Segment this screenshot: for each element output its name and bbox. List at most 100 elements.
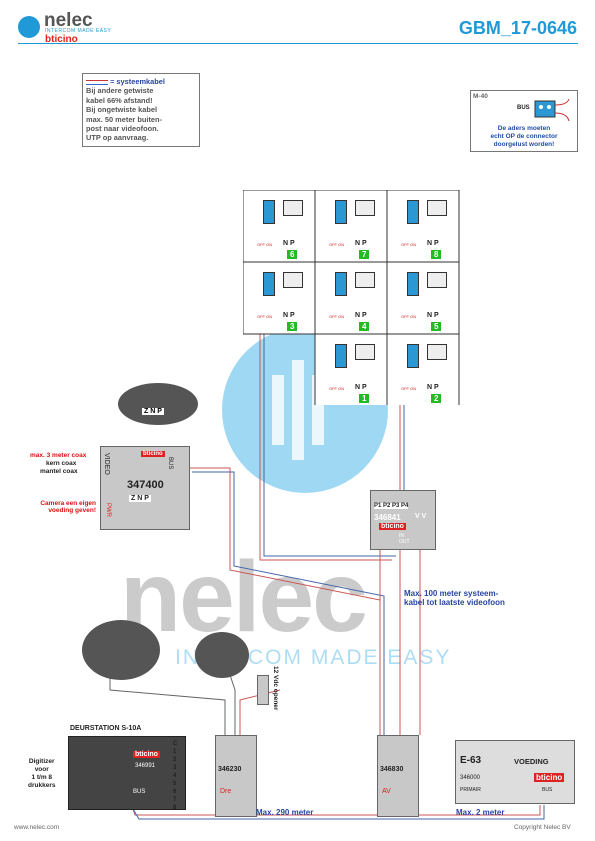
offon-label: OFF ON bbox=[329, 242, 345, 247]
power-bus: BUS bbox=[542, 787, 553, 793]
videophone-monitor: OFF ON N P 8 bbox=[387, 190, 459, 262]
monitor-number: 2 bbox=[431, 394, 442, 403]
switch-out: OUT bbox=[399, 539, 410, 545]
switch-code: 346841 bbox=[374, 513, 401, 522]
digitizer-terminal: 6 bbox=[173, 789, 177, 795]
relay-346230: 346230 Dre bbox=[215, 735, 257, 817]
monitor-number: 7 bbox=[359, 250, 370, 259]
module-brand: bticino bbox=[141, 451, 165, 457]
bus-connector-icon bbox=[407, 344, 419, 368]
np-labels: N P bbox=[427, 240, 439, 247]
bus-connector-icon bbox=[335, 344, 347, 368]
bus-connector-icon bbox=[335, 272, 347, 296]
power-code: E-63 bbox=[460, 755, 482, 766]
coax-note: max. 3 meter coax bbox=[30, 452, 87, 459]
zoom-bubble-terminals bbox=[118, 383, 198, 425]
zoom-bubble-relay bbox=[195, 632, 249, 678]
digitizer-terminal: 8 bbox=[173, 805, 177, 811]
screen-icon bbox=[427, 200, 447, 216]
screen-icon bbox=[283, 200, 303, 216]
monitor-number: 5 bbox=[431, 322, 442, 331]
zoom-terminals-label: Z N P bbox=[142, 408, 164, 415]
door-opener bbox=[257, 675, 269, 705]
bus-connector-icon bbox=[407, 272, 419, 296]
deurstation-title: DEURSTATION S-10A bbox=[70, 725, 142, 732]
system-cable-note: = systeemkabel Bij andere getwiste kabel… bbox=[82, 73, 200, 147]
screen-icon bbox=[427, 344, 447, 360]
max100-note: Max. 100 meter systeem-kabel tot laatste… bbox=[404, 589, 505, 607]
note-line: Bij ongetwiste kabel bbox=[86, 105, 158, 115]
digitizer-terminal: 1 bbox=[173, 749, 177, 755]
legend-line: = systeemkabel bbox=[86, 77, 196, 86]
document-number: GBM_17-0646 bbox=[458, 18, 577, 38]
coax-core-label: kern coax bbox=[46, 460, 77, 467]
np-labels: N P bbox=[283, 312, 295, 319]
np-labels: N P bbox=[427, 384, 439, 391]
brand-bticino: bticino bbox=[45, 34, 78, 45]
digitizer-terminal: 3 bbox=[173, 765, 177, 771]
nelec-logo-icon bbox=[18, 16, 40, 38]
np-labels: N P bbox=[283, 240, 295, 247]
digitizer-terminal: 7 bbox=[173, 797, 177, 803]
digitizer-terminal: C bbox=[173, 741, 178, 747]
np-labels: N P bbox=[355, 312, 367, 319]
switch-vv: V V bbox=[415, 513, 427, 520]
digitizer-terminal: 2 bbox=[173, 757, 177, 763]
monitor-grid bbox=[243, 190, 460, 405]
np-labels: N P bbox=[355, 384, 367, 391]
offon-label: OFF ON bbox=[329, 314, 345, 319]
m40-title: M-40 bbox=[473, 93, 488, 100]
m40-bus-label: BUS bbox=[517, 105, 530, 111]
deurstation-s10a: bticino 346991 BUS bbox=[68, 736, 186, 810]
videophone-monitor: OFF ON N P 5 bbox=[387, 262, 459, 334]
note-line: max. 50 meter buiten- bbox=[86, 114, 162, 124]
power-supply-e63: E-63 VOEDING 346000 bticino PRIMAIR BUS bbox=[455, 740, 575, 804]
switch-ports: P1 P2 P3 P4 bbox=[374, 503, 409, 509]
offon-label: OFF ON bbox=[401, 242, 417, 247]
note-line: UTP op aanvraag. bbox=[86, 133, 149, 143]
offon-label: OFF ON bbox=[401, 386, 417, 391]
bus-connector-icon bbox=[263, 200, 275, 224]
power-voeding: VOEDING bbox=[514, 757, 549, 766]
coax-shield-label: mantel coax bbox=[40, 468, 78, 475]
deurstation-code: 346991 bbox=[135, 763, 156, 769]
connector-icon bbox=[534, 99, 570, 121]
header-rule bbox=[18, 43, 578, 44]
module-bus-label: BUS bbox=[167, 457, 173, 470]
power-brand: bticino bbox=[534, 773, 565, 782]
footer-website: www.nelec.com bbox=[14, 824, 60, 831]
module-terminals: Z N P bbox=[129, 495, 151, 502]
note-line: post naar videofoon. bbox=[86, 124, 159, 134]
brand-tagline: INTERCOM MADE EASY bbox=[45, 28, 112, 34]
videophone-monitor: OFF ON N P 6 bbox=[243, 190, 315, 262]
zoom-bubble-digits bbox=[82, 620, 160, 680]
monitor-number: 4 bbox=[359, 322, 370, 331]
np-labels: N P bbox=[355, 240, 367, 247]
screen-icon bbox=[355, 272, 375, 288]
bus-connector-icon bbox=[407, 200, 419, 224]
videophone-monitor: OFF ON N P 4 bbox=[315, 262, 387, 334]
av-346830: 346830 AV bbox=[377, 735, 419, 817]
bus-connector-icon bbox=[263, 272, 275, 296]
videophone-monitor: OFF ON N P 7 bbox=[315, 190, 387, 262]
av-label: AV bbox=[382, 788, 391, 795]
opener-label: 12 Vdc opener bbox=[272, 666, 279, 711]
power-part: 346000 bbox=[460, 775, 481, 781]
switch-brand: bticino bbox=[379, 523, 406, 530]
digitizer-terminal: 5 bbox=[173, 781, 177, 787]
video-module-347400: VIDEO bticino BUS 347400 Z N P PWR bbox=[100, 446, 190, 530]
power-primair: PRIMAIR bbox=[460, 787, 481, 793]
av-code: 346830 bbox=[380, 766, 404, 773]
monitor-number: 1 bbox=[359, 394, 370, 403]
max2-note: Max. 2 meter bbox=[456, 808, 505, 817]
deurstation-bus: BUS bbox=[133, 789, 146, 795]
note-line: kabel 66% afstand! bbox=[86, 95, 153, 105]
relay-label: Dre bbox=[220, 788, 232, 795]
offon-label: OFF ON bbox=[257, 242, 273, 247]
digitizer-terminal: 4 bbox=[173, 773, 177, 779]
